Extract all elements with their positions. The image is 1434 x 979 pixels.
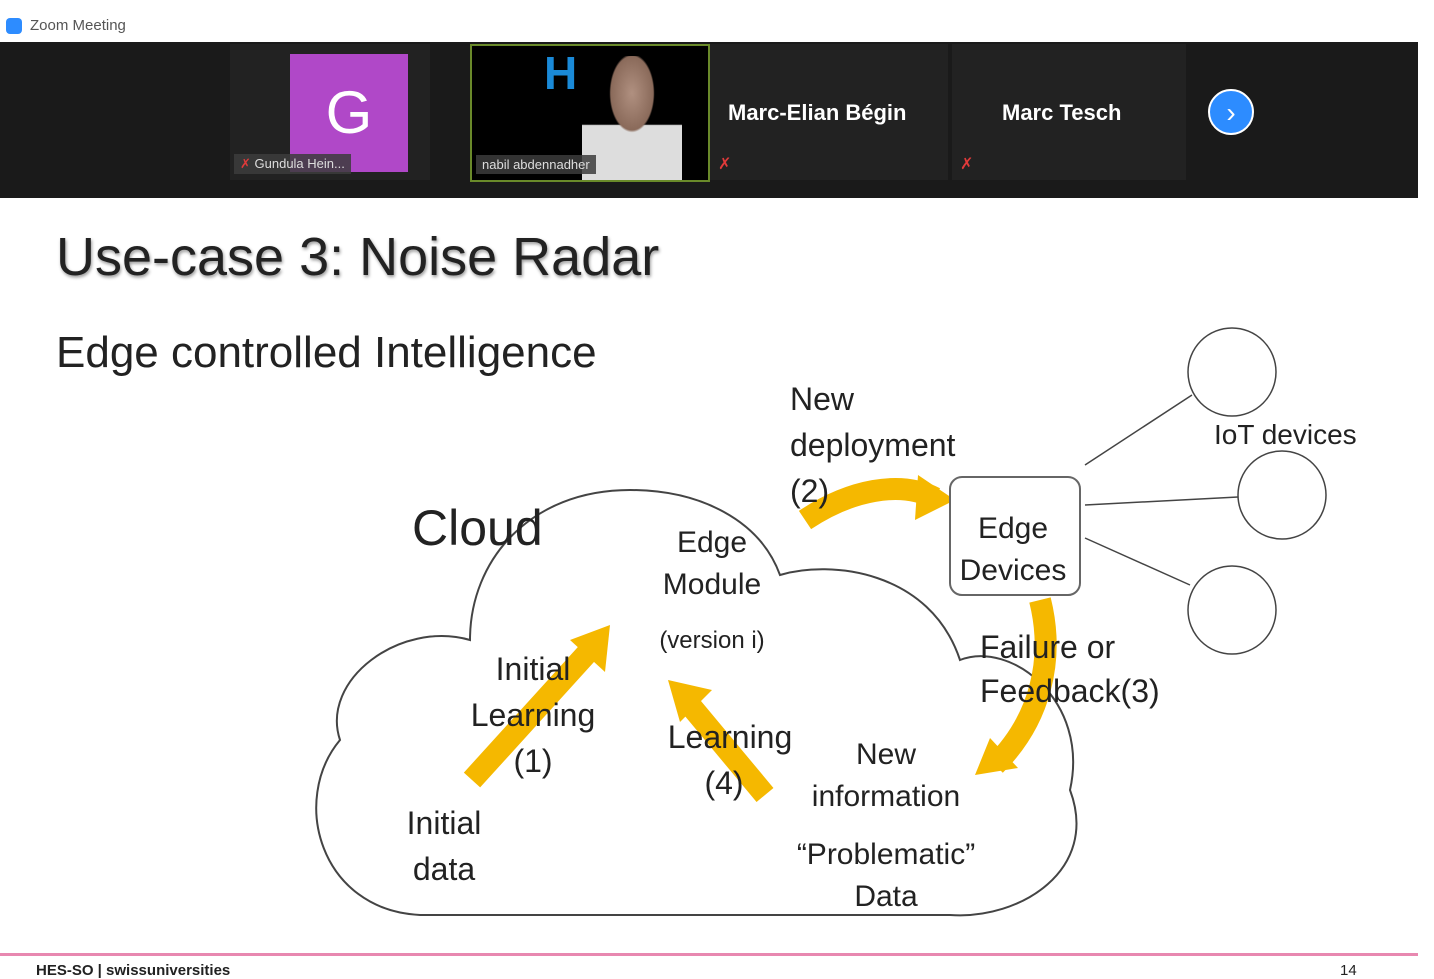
slide-subtitle: Edge controlled Intelligence	[56, 328, 597, 377]
video-background-logo: H	[544, 47, 578, 99]
svg-text:New: New	[856, 738, 916, 771]
participant-tile[interactable]: Marc Tesch ✗	[952, 44, 1186, 180]
initial-data-label: Initial data	[407, 805, 482, 887]
participant-tile[interactable]: G ✗ Gundula Hein...	[230, 44, 430, 180]
svg-text:(1): (1)	[513, 743, 552, 779]
new-information-label: New information “Problematic” Data	[797, 738, 975, 913]
participant-strip: G ✗ Gundula Hein... H nabil abdennadher …	[0, 42, 1418, 198]
learning-label: Learning (4)	[668, 719, 793, 801]
arrow-feedback	[987, 597, 1057, 773]
svg-text:Edge: Edge	[978, 512, 1048, 545]
svg-text:Initial: Initial	[407, 805, 482, 841]
window-title: Zoom Meeting	[30, 17, 126, 34]
svg-text:Learning: Learning	[668, 719, 793, 755]
failure-feedback-label: Failure or Feedback(3)	[980, 629, 1160, 709]
svg-text:New: New	[790, 381, 855, 417]
svg-text:Data: Data	[854, 880, 918, 913]
participant-name: Marc Tesch	[1002, 100, 1122, 125]
participant-name: nabil abdennadher	[476, 155, 596, 174]
svg-text:Feedback(3): Feedback(3)	[980, 673, 1160, 709]
edge-devices-label: Edge Devices	[960, 512, 1067, 587]
muted-mic-icon: ✗	[240, 156, 255, 171]
svg-text:information: information	[812, 780, 960, 813]
iot-devices-label: IoT devices	[1214, 419, 1357, 450]
next-page-button[interactable]: ›	[1208, 89, 1254, 135]
cloud-shape	[315, 488, 1078, 917]
slide-title: Use-case 3: Noise Radar	[56, 227, 660, 287]
footer-logos: HES-SO | swissuniversities	[36, 962, 231, 979]
cloud-label: Cloud	[412, 500, 543, 556]
participant-name: Gundula Hein...	[254, 156, 345, 171]
muted-mic-icon: ✗	[960, 156, 974, 173]
participant-tile-video[interactable]: H nabil abdennadher	[470, 44, 710, 182]
svg-text:Initial: Initial	[496, 651, 571, 687]
svg-text:data: data	[413, 851, 475, 887]
svg-text:Edge: Edge	[677, 526, 747, 559]
video-feed	[582, 56, 682, 180]
edge-devices-box	[949, 476, 1081, 596]
zoom-app-icon	[6, 18, 22, 34]
svg-text:Devices: Devices	[960, 554, 1067, 587]
svg-text:(2): (2)	[790, 473, 829, 509]
svg-text:“Problematic”: “Problematic”	[797, 838, 975, 871]
svg-text:Module: Module	[663, 568, 761, 601]
participant-tile[interactable]: Marc-Elian Bégin ✗	[710, 44, 948, 180]
arrow-learning	[681, 697, 774, 803]
svg-text:(4): (4)	[704, 765, 743, 801]
muted-mic-icon: ✗	[718, 156, 732, 173]
participant-name: Marc-Elian Bégin	[728, 100, 907, 125]
svg-text:Learning: Learning	[471, 697, 596, 733]
arrow-initial-learning	[463, 642, 599, 788]
page-number: 14	[1340, 962, 1357, 979]
iot-device-circles	[1084, 327, 1327, 655]
initial-learning-label: Initial Learning (1)	[471, 651, 596, 779]
svg-text:Failure or: Failure or	[980, 629, 1116, 665]
svg-text:(version i): (version i)	[659, 627, 764, 654]
new-deployment-label: New deployment (2)	[790, 381, 956, 509]
chevron-right-icon: ›	[1226, 97, 1236, 128]
svg-text:deployment: deployment	[790, 427, 956, 463]
title-bar: Zoom Meeting	[0, 0, 1434, 42]
edge-module-label: Edge Module (version i)	[659, 526, 764, 654]
footer-divider	[0, 953, 1418, 956]
avatar: G	[290, 54, 408, 172]
